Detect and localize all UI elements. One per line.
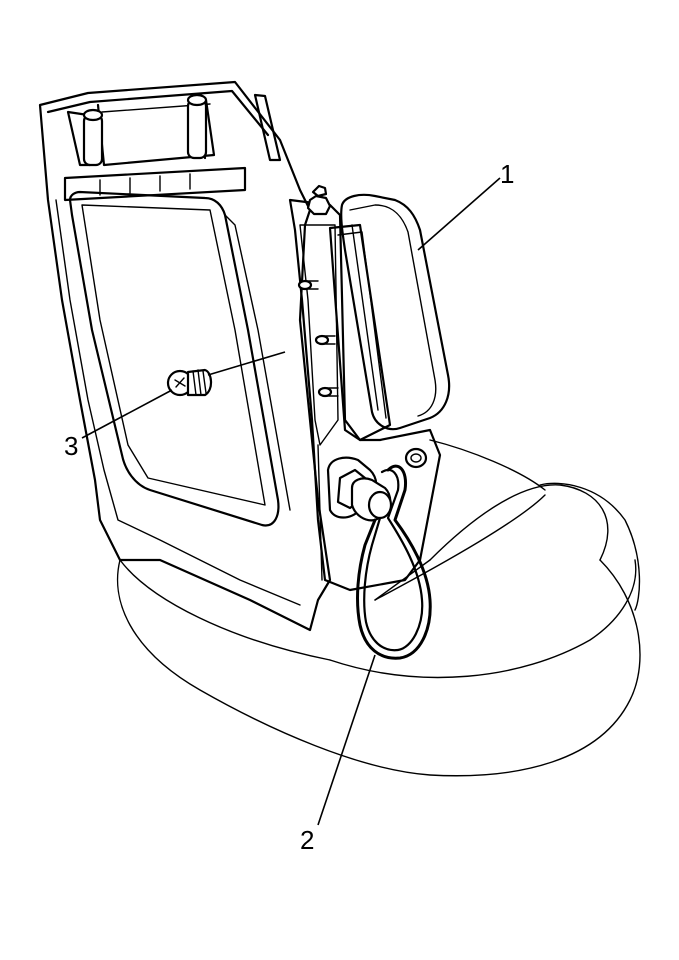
seat-back-panel [68, 190, 291, 527]
callout-1: 1 [500, 159, 515, 189]
retaining-screw [166, 368, 213, 397]
seat-back-frame [38, 80, 332, 632]
callout-3: 3 [64, 431, 79, 461]
leader-line-3b [207, 351, 286, 376]
callout-2: 2 [300, 825, 315, 855]
leader-line-1 [417, 177, 501, 251]
leader-line-3 [81, 389, 173, 439]
connector-knob [326, 456, 393, 522]
wiring-harness-loop [356, 464, 432, 660]
seat-cushion [116, 439, 641, 777]
leader-line-2 [317, 654, 376, 826]
side-airbag-module [328, 193, 451, 442]
